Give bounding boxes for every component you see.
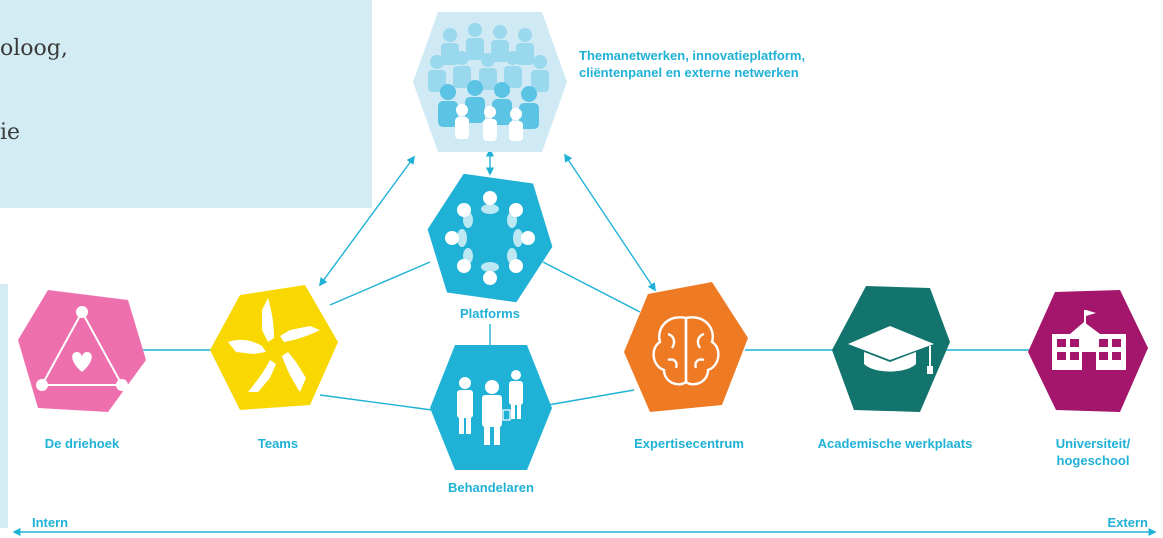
- networks-label-line1: Themanetwerken, innovatieplatform,: [579, 48, 805, 63]
- expertise-node: [624, 282, 748, 412]
- behandelaren-label: Behandelaren: [448, 480, 534, 495]
- line-behandelaren-expertise: [547, 389, 635, 406]
- arrow-expertise-networks: [564, 153, 656, 292]
- driehoek-node: [18, 290, 146, 412]
- line-teams-behandelaren: [319, 394, 433, 411]
- info-box: oloog, ie: [0, 0, 372, 208]
- universiteit-node: [1028, 290, 1148, 412]
- expertise-label: Expertisecentrum: [634, 436, 744, 451]
- networks-node: [413, 12, 567, 152]
- networks-label-line2: cliëntenpanel en externe netwerken: [579, 65, 799, 80]
- info-line-2: ie: [0, 120, 21, 145]
- intern-label: Intern: [32, 515, 68, 530]
- driehoek-hexagon: [18, 290, 146, 412]
- left-strip: [0, 284, 8, 528]
- platforms-node: [427, 173, 553, 303]
- connections: [135, 148, 1032, 411]
- people-circle-icon: [445, 191, 535, 285]
- universiteit-label-line2: hogeschool: [1057, 453, 1130, 468]
- teams-node: [210, 285, 338, 410]
- brain-icon: [652, 316, 720, 386]
- platforms-hexagon: [427, 173, 553, 303]
- extern-label: Extern: [1108, 515, 1149, 530]
- triangle-heart-icon: [36, 306, 128, 391]
- teams-label: Teams: [258, 436, 298, 451]
- universiteit-label-line1: Universiteit/: [1056, 436, 1131, 451]
- werkplaats-label: Academische werkplaats: [818, 436, 973, 451]
- university-building-icon: [1052, 310, 1126, 370]
- teams-hexagon: [210, 285, 338, 410]
- hands-icon: [228, 298, 320, 392]
- platforms-label: Platforms: [460, 306, 520, 321]
- driehoek-label: De driehoek: [45, 436, 120, 451]
- line-teams-platforms: [329, 261, 431, 306]
- people-crowd-icon: [428, 23, 549, 141]
- line-platforms-expertise: [542, 261, 641, 313]
- behandelaren-node: [430, 345, 552, 470]
- doctors-icon: [457, 370, 523, 445]
- werkplaats-node: [832, 286, 950, 412]
- graduation-cap-icon: [848, 326, 934, 374]
- arrow-teams-networks: [319, 155, 415, 287]
- info-line-1: oloog,: [0, 36, 68, 61]
